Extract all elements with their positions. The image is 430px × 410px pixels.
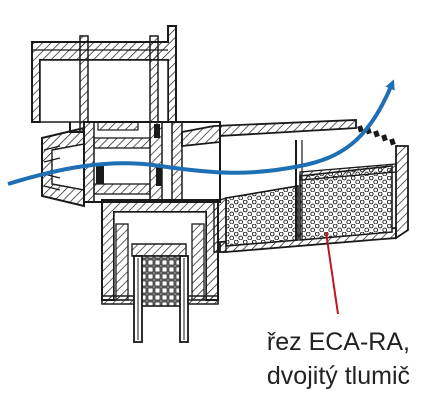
double-silencer [181, 119, 409, 253]
airflow-arrow-icon [7, 79, 395, 186]
pointer-line [325, 231, 339, 315]
caption-line-2: dvojitý tlumič [266, 362, 410, 390]
lower-housing [101, 199, 219, 343]
upper-housing [31, 25, 186, 133]
inlet-collar [41, 126, 85, 208]
caption-line-1: řez ECA-RA, [266, 328, 410, 356]
